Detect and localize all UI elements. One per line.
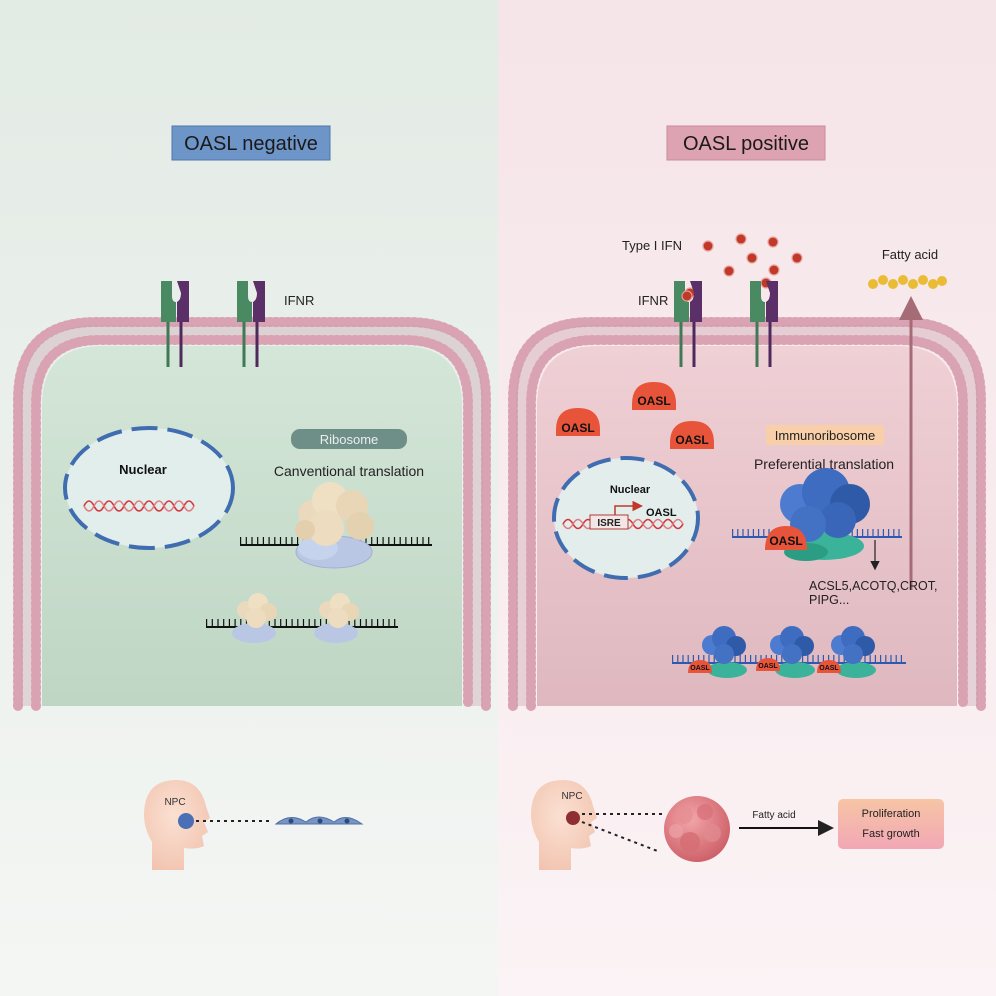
right-nucleus-label: Nuclear	[610, 484, 651, 496]
left-ribosome-label-box	[291, 429, 407, 449]
immunoribosome-small-1: OASL	[688, 626, 747, 678]
right-cell-membrane-outer	[508, 317, 986, 711]
right-patient-head: NPC	[531, 780, 597, 870]
left-nucleus-label: Nuclear	[119, 462, 167, 477]
svg-text:OASL: OASL	[819, 665, 839, 672]
left-nucleus	[63, 426, 235, 550]
immunoribosome-label-box	[766, 425, 884, 445]
left-npc-label: NPC	[164, 797, 185, 808]
left-translation-label: Canventional translation	[274, 463, 424, 479]
immunoribosome-large	[780, 468, 870, 561]
left-ribosome-small-2	[314, 593, 359, 643]
right-fatty-acid-label: Fatty acid	[882, 247, 938, 262]
left-ifn-receptor-1	[161, 281, 189, 367]
tumor-arrow-label: Fatty acid	[752, 810, 795, 821]
svg-text:OASL: OASL	[675, 433, 708, 447]
left-title-box	[171, 125, 331, 161]
nuclear-oasl-gene-label: OASL	[646, 507, 677, 519]
left-ribosome-small-1	[232, 593, 277, 643]
left-panel: OASL negative IFNR Nuclear Ribosom	[13, 125, 491, 870]
left-patient-head: NPC	[144, 780, 210, 870]
right-title-box	[666, 125, 826, 161]
oasl-protein-2: OASL	[632, 382, 676, 410]
svg-text:OASL: OASL	[561, 421, 594, 435]
left-title: OASL negative	[184, 133, 318, 155]
target-genes-line-2: PIPG...	[809, 593, 849, 607]
right-npc-site	[566, 811, 580, 825]
immunoribosome-label: Immunoribosome	[775, 428, 875, 443]
svg-text:OASL: OASL	[769, 534, 802, 548]
left-cell-membrane-tails	[21, 325, 483, 706]
left-normal-cells	[274, 816, 364, 825]
outcome-box	[838, 799, 944, 849]
tumor-mass	[664, 796, 730, 862]
preferential-translation-label: Preferential translation	[754, 456, 894, 472]
left-npc-site	[178, 813, 194, 829]
svg-text:OASL: OASL	[690, 665, 710, 672]
right-ifn-receptor-1	[674, 281, 702, 367]
svg-text:OASL: OASL	[637, 394, 670, 408]
oasl-protein-1: OASL	[556, 408, 600, 436]
left-ifn-receptor-2	[237, 281, 265, 367]
outcome-line-1: Proliferation	[862, 808, 921, 820]
right-ifn-receptor-2	[750, 281, 778, 367]
isre-label: ISRE	[597, 518, 621, 529]
right-cell-membrane-tails	[516, 325, 978, 706]
outcome-line-2: Fast growth	[862, 828, 919, 840]
right-npc-label: NPC	[561, 791, 582, 802]
fatty-acid-chain	[868, 275, 947, 289]
target-genes-line-1: ACSL5,ACOTQ,CROT,	[809, 579, 938, 593]
left-cell-membrane-inner	[31, 335, 473, 711]
oasl-protein-3: OASL	[670, 421, 714, 449]
left-dna-helix	[83, 500, 195, 512]
right-title: OASL positive	[683, 133, 809, 155]
immunoribosome-small-2: OASL	[756, 626, 815, 678]
left-ribosome-large	[295, 482, 374, 569]
right-cell-membrane-inner	[526, 335, 968, 711]
right-ifnr-label: IFNR	[638, 293, 668, 308]
isre-box	[589, 514, 629, 530]
right-ifn-label: Type I IFN	[622, 238, 682, 253]
type-i-ifn-molecules	[684, 233, 803, 299]
left-ribosome-label: Ribosome	[320, 432, 379, 447]
immunoribosome-oasl: OASL	[765, 526, 807, 550]
immunoribosome-small-3: OASL	[817, 626, 876, 678]
left-ifnr-label: IFNR	[284, 293, 314, 308]
transcription-arrow	[614, 500, 643, 515]
right-panel: OASL positive Type I IFN Fatty acid	[508, 125, 986, 870]
svg-text:OASL: OASL	[758, 663, 778, 670]
